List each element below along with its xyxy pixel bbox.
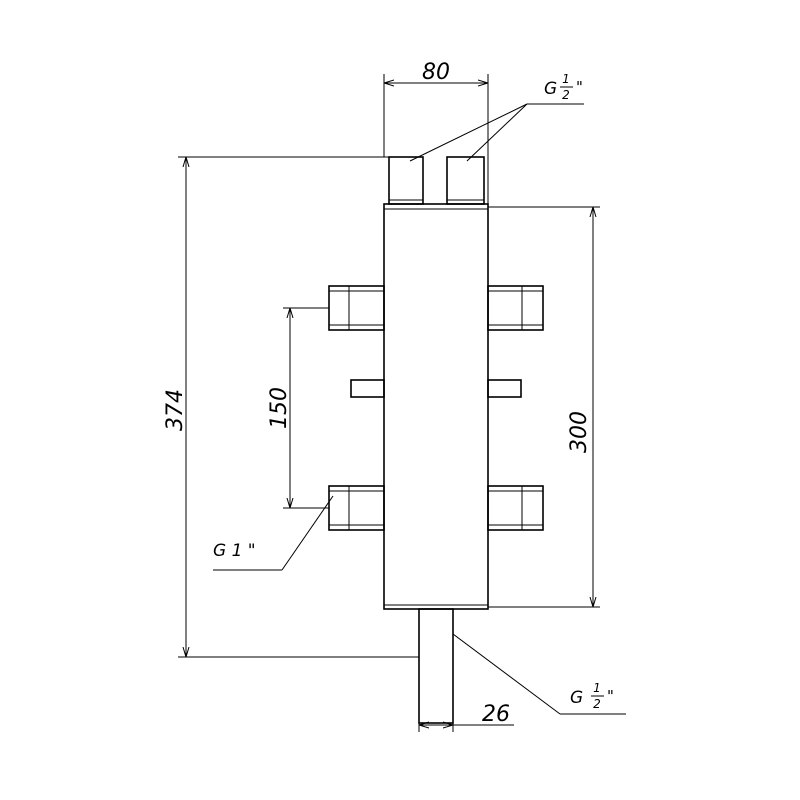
leader-side-thread: G 1 " <box>213 495 334 571</box>
top-thread-numerator: 1 <box>562 72 570 86</box>
leader-bottom-thread: G 1 2 " <box>452 633 626 715</box>
dimension-300-label: 300 <box>567 411 592 453</box>
dimension-374-label: 374 <box>163 389 188 431</box>
side-pipe-left-lower <box>328 485 385 531</box>
dimension-pipe-spacing: 150 <box>267 307 329 509</box>
bracket-right <box>487 379 522 398</box>
leader-top-thread: G 1 2 " <box>409 72 584 162</box>
bottom-thread-denominator: 2 <box>593 697 601 711</box>
bottom-thread-prefix: G <box>570 688 583 708</box>
bracket-left <box>350 379 385 398</box>
side-thread-label: G 1 " <box>213 541 256 561</box>
dimension-bottom-width: 26 <box>418 702 514 732</box>
dimension-26-label: 26 <box>482 702 510 727</box>
dimension-body-height: 300 <box>488 206 600 608</box>
dimension-80-label: 80 <box>422 60 450 85</box>
top-thread-denominator: 2 <box>562 88 570 102</box>
bottom-thread-suffix: " <box>607 687 614 705</box>
side-pipe-right-upper <box>487 285 544 331</box>
separator-body <box>383 203 489 610</box>
side-pipe-left-upper <box>328 285 385 331</box>
dimension-top-width: 80 <box>383 60 489 204</box>
top-thread-prefix: G <box>544 79 557 99</box>
dimension-150-label: 150 <box>267 387 292 429</box>
top-thread-suffix: " <box>576 78 583 96</box>
bottom-pipe <box>418 608 454 724</box>
dimension-overall-height: 374 <box>163 156 419 658</box>
bottom-thread-numerator: 1 <box>593 681 601 695</box>
top-fittings <box>388 156 485 205</box>
side-pipe-right-lower <box>487 485 544 531</box>
